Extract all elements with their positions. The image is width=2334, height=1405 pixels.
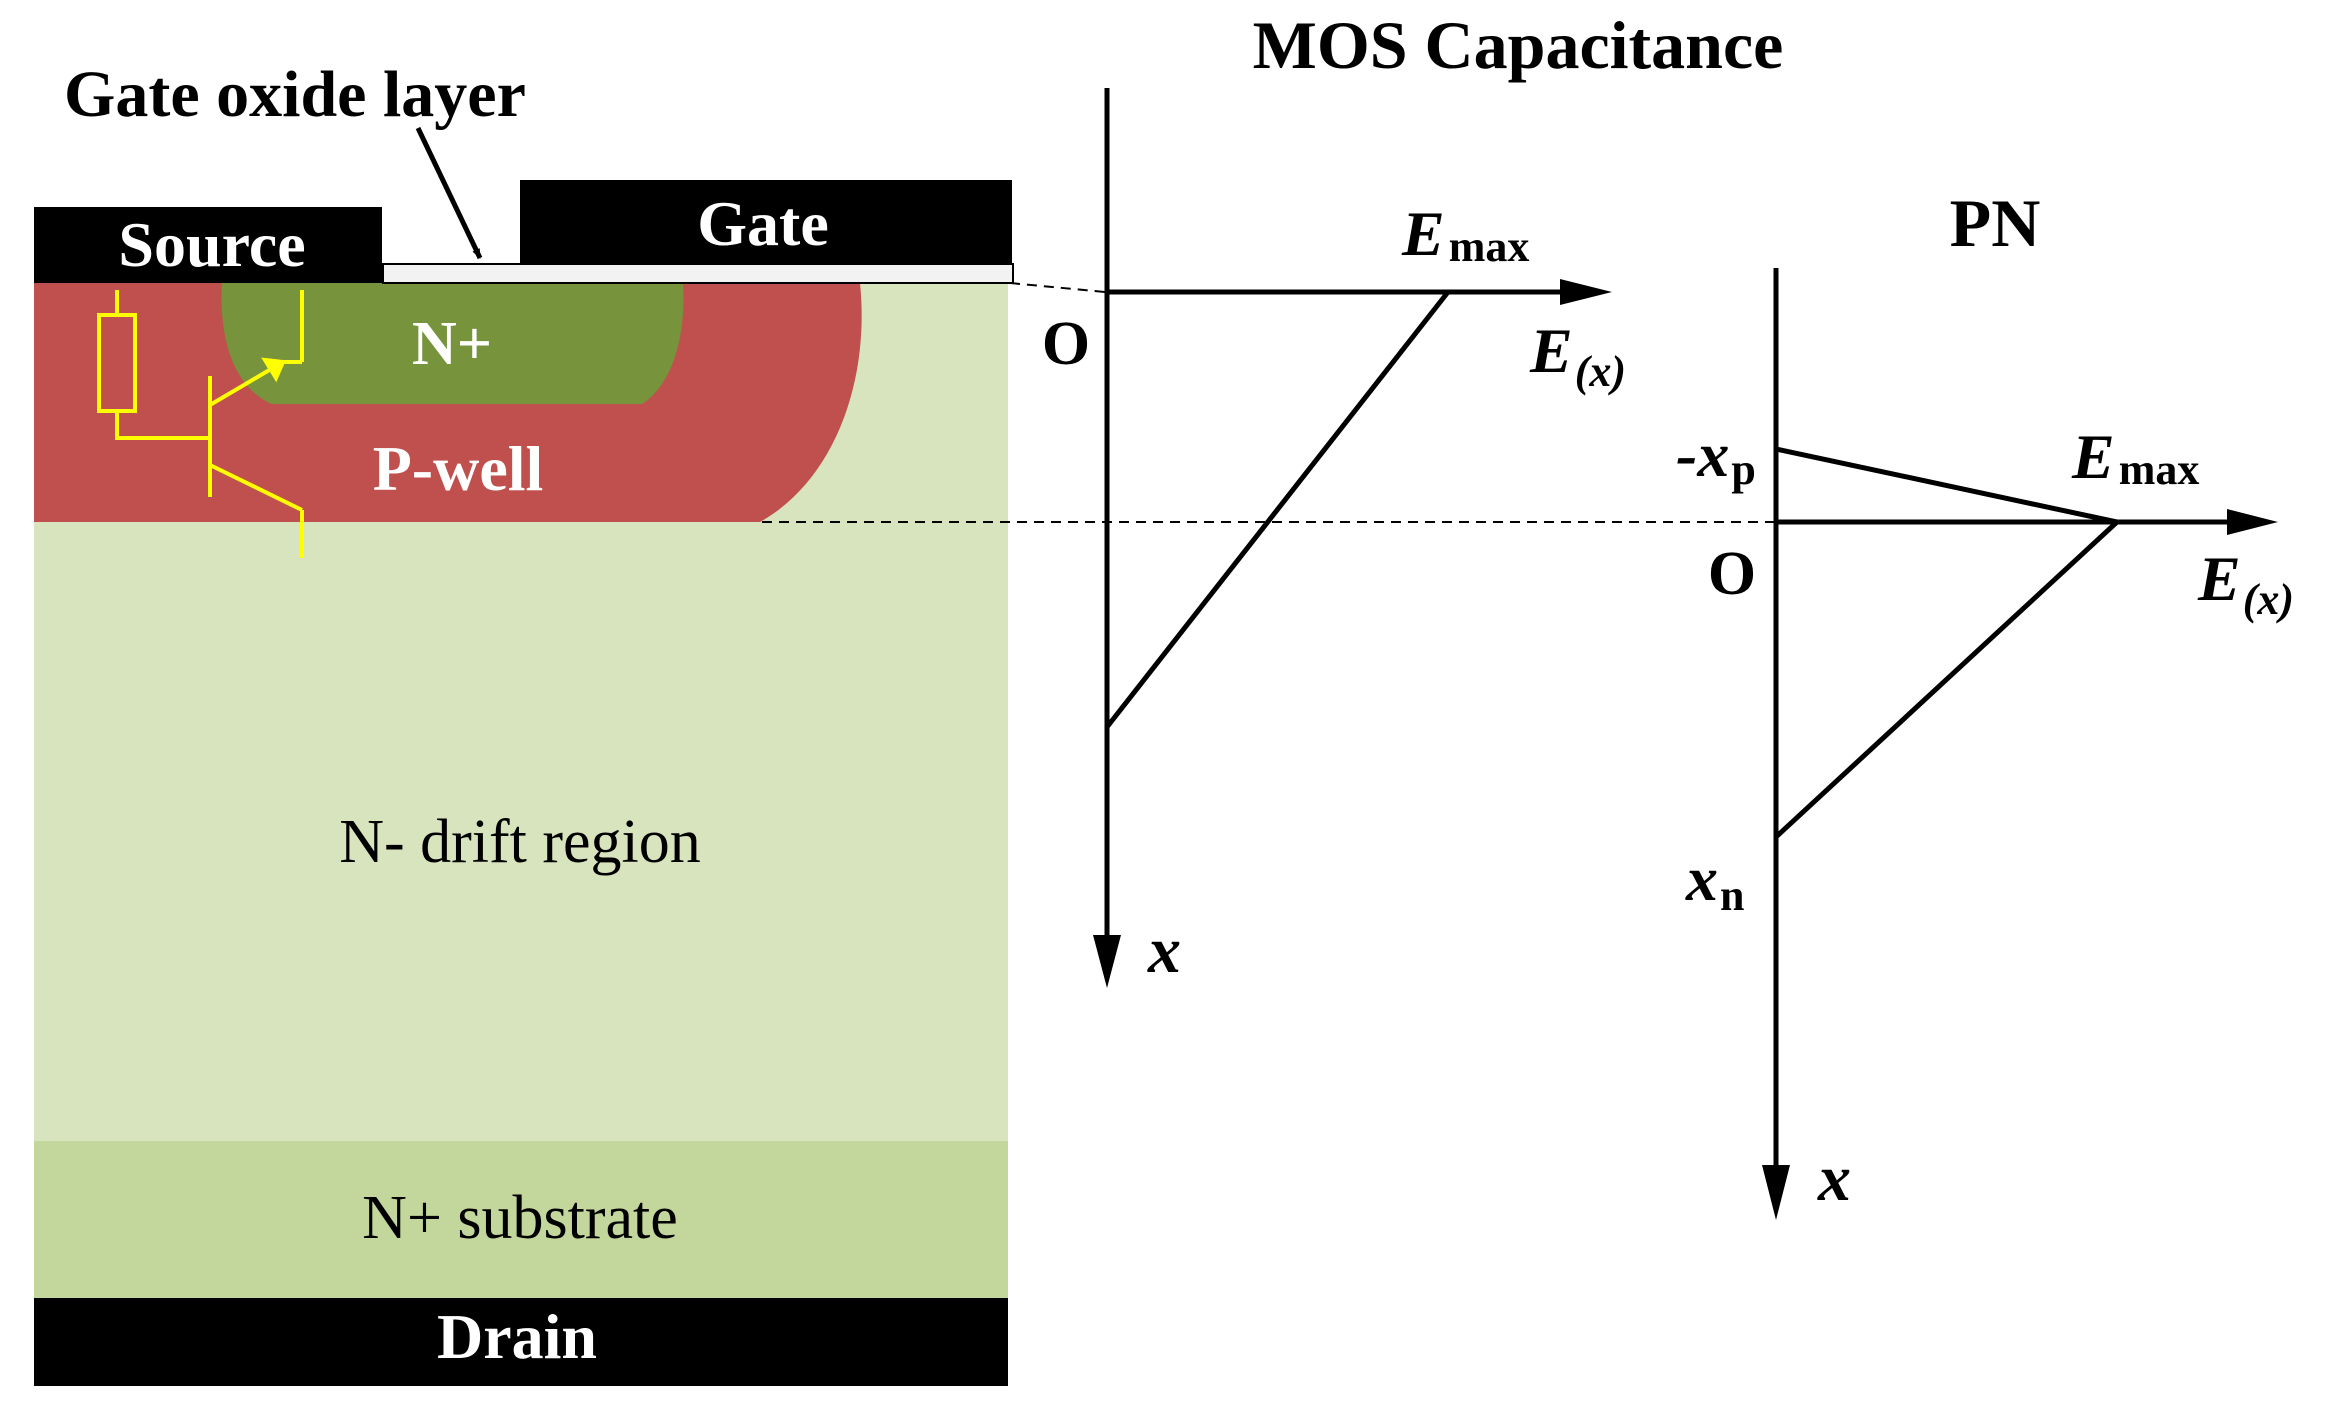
pn-field-profile-p-side (1775, 446, 2118, 525)
parasitic-bjt-circuit (97, 290, 304, 558)
mos-depth-axis-arrow (1093, 935, 1121, 988)
device-cross-section: Gate oxide layer Source Gate N+ P-well N… (34, 58, 1014, 1386)
pn-field-axis-label: E(x) (2197, 543, 2294, 624)
p-well-label: P-well (373, 433, 544, 504)
mos-field-axis-arrow (1560, 279, 1612, 305)
mos-field-axis-main: E (1529, 315, 1573, 386)
drift-region-label: N- drift region (339, 808, 701, 876)
n-plus-label: N+ (412, 310, 492, 378)
pn-xp-main: -x (1676, 419, 1729, 490)
drain-contact (34, 1298, 1008, 1386)
mos-origin-label: O (1042, 310, 1090, 378)
pn-plot-title: PN (1950, 185, 2041, 261)
mos-emax-label: Emax (1401, 198, 1529, 271)
mos-field-axis-label: E(x) (1529, 315, 1626, 396)
substrate-label: N+ substrate (362, 1184, 678, 1252)
mos-emax-sub: max (1449, 222, 1530, 271)
source-label: Source (118, 209, 305, 280)
mos-field-profile (1105, 290, 1450, 729)
gate-electrode (520, 180, 1012, 264)
n-plus-substrate (34, 1141, 1008, 1298)
pn-junction-plot: PN -xp O Emax E(x) xn x (1676, 185, 2294, 1220)
bjt-emitter-arrow (261, 357, 286, 383)
pn-field-axis-arrow (2227, 509, 2278, 535)
pn-depth-axis-arrow (1762, 1165, 1790, 1220)
pn-xn-main: x (1685, 843, 1718, 914)
mos-emax-main: E (1401, 198, 1445, 269)
pn-xn-sub: n (1720, 871, 1744, 920)
pn-depth-axis-label: x (1817, 1142, 1851, 1215)
pn-field-axis-main: E (2197, 543, 2241, 614)
mos-depth-axis-label: x (1147, 914, 1181, 987)
pn-field-axis-sub: (x) (2243, 575, 2294, 624)
mos-capacitance-plot: MOS Capacitance O Emax E(x) x (1042, 7, 1783, 988)
pn-field-profile-n-side (1774, 520, 2119, 839)
drain-label: Drain (437, 1301, 597, 1372)
source-contact (34, 207, 382, 283)
pn-xp-sub: p (1731, 445, 1755, 494)
gate-oxide-label: Gate oxide layer (64, 58, 526, 131)
bjt-collector-leg (209, 463, 303, 512)
pn-origin-label: O (1708, 540, 1756, 608)
n-plus-source-region (221, 283, 684, 404)
pn-emax-main: E (2071, 421, 2115, 492)
pn-emax-label: Emax (2071, 421, 2199, 494)
gate-oxide-pointer (415, 126, 483, 260)
pn-xp-label: -xp (1676, 419, 1756, 494)
mos-plot-title: MOS Capacitance (1253, 7, 1784, 83)
gate-label: Gate (697, 188, 829, 259)
oxide-projection-line (1009, 282, 1106, 293)
gate-oxide (382, 263, 1014, 284)
pn-xn-label: xn (1685, 843, 1744, 920)
resistor-to-base-wire (115, 411, 210, 440)
pn-emax-sub: max (2119, 445, 2200, 494)
mos-field-axis-sub: (x) (1575, 347, 1626, 396)
